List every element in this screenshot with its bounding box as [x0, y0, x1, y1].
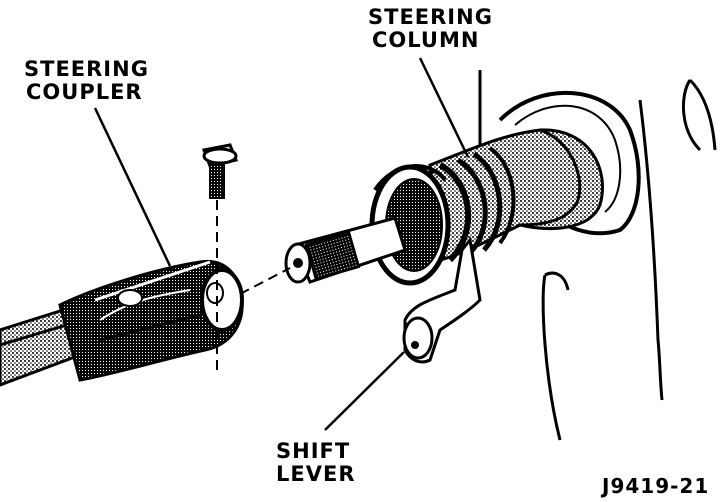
shift-lever-label: SHIFT LEVER — [276, 440, 356, 486]
steering-column — [369, 128, 604, 286]
shift-lever-label-line1: SHIFT — [276, 439, 351, 463]
steering-coupler-label: STEERING COUPLER — [24, 58, 149, 104]
steering-coupler-label-line2: COUPLER — [26, 80, 143, 104]
coupler-bolt — [201, 143, 239, 199]
figure-number: J9419-21 — [602, 474, 710, 498]
shift-lever — [402, 236, 482, 364]
steering-coupler-label-line1: STEERING — [24, 57, 149, 81]
steering-column-label-line1: STEERING — [368, 5, 493, 29]
shift-lever-label-line2: LEVER — [276, 462, 356, 486]
steering-column-label: STEERING COLUMN — [368, 6, 493, 52]
alignment-lines — [216, 200, 291, 372]
column-shaft — [284, 216, 407, 284]
leader-lines — [93, 57, 470, 431]
firewall-panel — [478, 70, 717, 441]
steering-coupler — [58, 259, 244, 382]
steering-column-label-line2: COLUMN — [372, 28, 480, 52]
